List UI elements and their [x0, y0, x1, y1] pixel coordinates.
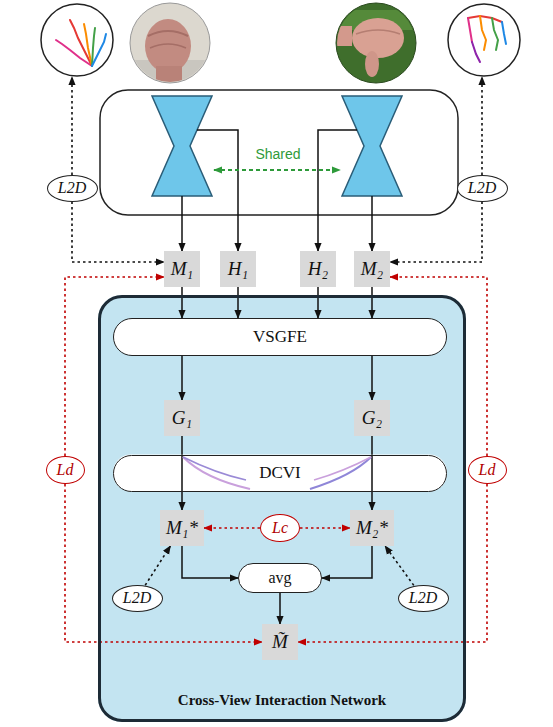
feature-box: H₂	[300, 251, 336, 287]
node-text: avg	[268, 569, 291, 587]
feature-arrow	[181, 196, 183, 251]
node-text: M₁	[171, 258, 193, 280]
flow-connector	[371, 436, 373, 455]
loss-oval: L2D	[112, 585, 163, 612]
loss-connector	[204, 527, 260, 529]
node-text: Ld	[479, 461, 496, 479]
encoder-symbol	[152, 96, 212, 196]
interaction-curve	[183, 457, 246, 480]
dcvi-through-line	[182, 455, 372, 492]
hand-photo	[336, 3, 416, 83]
node-text: Cross-View Interaction Network	[178, 692, 386, 709]
node-text: L2D	[58, 179, 86, 197]
flow-connector	[181, 436, 183, 455]
flow-connector	[279, 593, 281, 624]
node-text: L2D	[468, 179, 496, 197]
loss-connector	[298, 484, 487, 642]
module-box: VSGFE	[113, 318, 447, 356]
loss-connector	[390, 277, 487, 456]
loss-oval: Ld	[46, 456, 85, 484]
flow-connector	[237, 287, 239, 318]
feature-box: H₁	[220, 251, 256, 287]
flow-connector	[317, 287, 319, 318]
flow-connector	[371, 492, 373, 511]
interaction-curve	[183, 457, 250, 489]
feature-arrow	[371, 196, 373, 251]
network-panel	[98, 295, 466, 722]
flow-connector	[72, 202, 164, 263]
node-text: M₂	[361, 258, 383, 280]
loss-connector	[65, 277, 164, 456]
node-text: M̃	[272, 631, 288, 653]
node-text: H₁	[228, 258, 248, 280]
node-text: G₂	[362, 407, 382, 429]
loss-oval: Ld	[468, 456, 507, 484]
dcvi-fill	[113, 455, 447, 492]
loss-arrow	[71, 77, 73, 175]
loss-oval: L2D	[47, 175, 98, 202]
node-text: G₁	[172, 407, 192, 429]
shared-arrow	[214, 169, 340, 171]
feature-box: M₂	[354, 251, 390, 287]
network-panel: Cross-View Interaction Network VSGFE G₁ G₂ D…	[98, 295, 466, 722]
flow-connector	[371, 356, 373, 400]
node-text: Lc	[272, 519, 288, 537]
feature-arrow	[318, 130, 357, 251]
flow-connector	[371, 287, 373, 318]
feature-box: G₂	[354, 400, 390, 436]
share-label: Shared	[255, 147, 300, 162]
node-text: L2D	[409, 589, 437, 607]
interaction-curve	[314, 457, 371, 480]
flow-connector	[390, 202, 482, 263]
feature-box: M̃	[262, 624, 298, 660]
node-text: M₁*	[166, 517, 198, 539]
loss-oval: L2D	[398, 585, 449, 612]
flow-connector	[385, 546, 414, 585]
hand-photo	[128, 3, 218, 90]
node-text: H₂	[308, 258, 328, 280]
flow-connector	[322, 546, 372, 578]
flow-connector	[181, 492, 183, 511]
encoder-band	[100, 90, 458, 215]
node-text: L2D	[123, 589, 151, 607]
node-text: Ld	[57, 461, 74, 479]
feature-box: M₂*	[350, 510, 394, 546]
feature-box: M₁*	[160, 510, 204, 546]
feature-arrow	[197, 130, 238, 251]
loss-connector	[65, 484, 262, 642]
encoder-symbol	[342, 96, 402, 196]
interaction-curve	[310, 457, 371, 489]
module-box: DCVI	[113, 455, 447, 492]
flow-connector	[181, 287, 183, 318]
loss-arrow	[481, 77, 483, 175]
node-text: VSGFE	[253, 327, 307, 347]
feature-box: M₁	[164, 251, 200, 287]
skeleton-figure	[41, 4, 113, 76]
operation-box: avg	[238, 563, 322, 593]
loss-oval: Lc	[260, 514, 300, 542]
flow-connector	[182, 546, 238, 578]
skeleton-figure	[448, 4, 520, 76]
node-text: M₂*	[356, 517, 388, 539]
flow-connector	[181, 356, 183, 400]
node-text: DCVI	[259, 463, 301, 483]
flow-connector	[145, 546, 170, 585]
loss-connector	[300, 527, 350, 529]
loss-oval: L2D	[457, 175, 508, 202]
feature-box: G₁	[164, 400, 200, 436]
